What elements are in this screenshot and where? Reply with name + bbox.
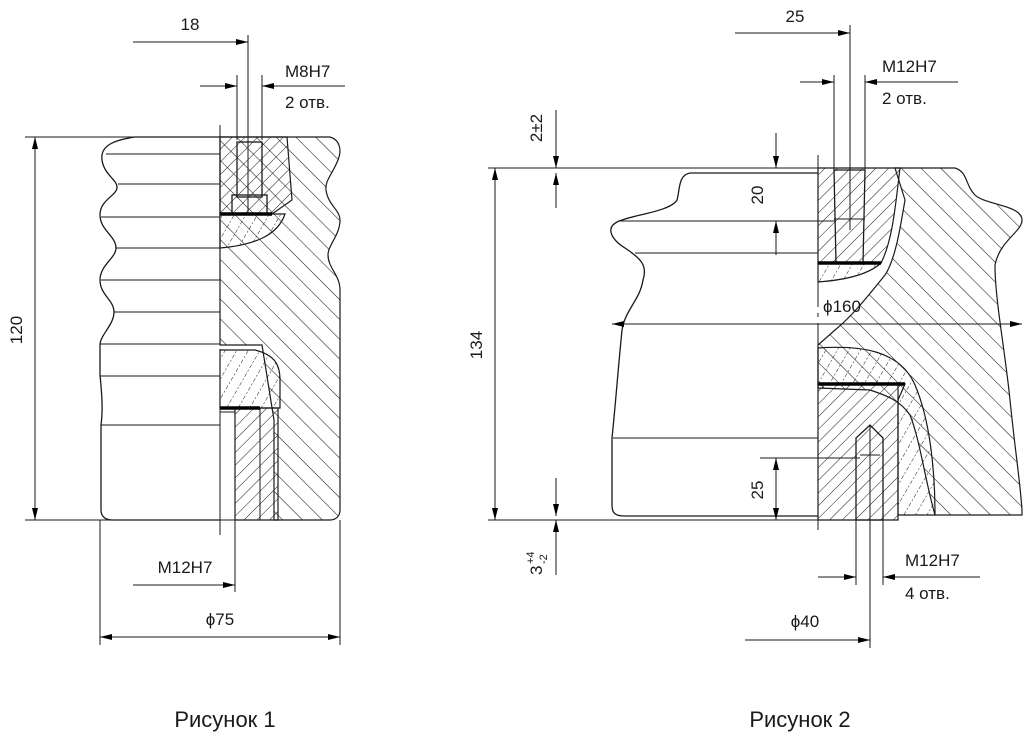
figure-2: 25 M12H7 2 отв. 2±2 20 134 ϕ160 25 3 +4 … [467,7,1023,732]
dim-diameter-1: ϕ75 [206,610,234,629]
top-cap-2 [817,167,901,264]
dim-bolt-circle-2: ϕ40 [791,612,819,631]
bottom-cap-1 [234,407,279,521]
bottom-cement-2 [817,346,936,516]
top-cement-2 [817,262,883,283]
gap-upper-tol: +4 [525,551,537,564]
dim-bottom-depth-2: 25 [748,481,767,500]
top-hole-1 [236,141,263,198]
dim-bottom-gap-2: 3 +4 -2 [525,551,550,575]
bottom-cap-2 [817,383,906,521]
top-cement-1 [219,213,286,249]
bottom-hole-1 [219,411,236,521]
gap-lower-tol: -2 [538,554,550,564]
gap-base: 3 [527,566,546,575]
dim-diameter-2: ϕ160 [823,297,861,316]
insulator-2-profile [610,172,818,517]
dim-height-2: 134 [467,331,486,359]
bottom-cement-1 [219,349,281,409]
top-cap-1 [219,136,293,215]
caption-figure-1: Рисунок 1 [174,707,275,732]
profile-lines-2 [560,167,818,521]
dim-top-depth-2: 20 [748,186,767,205]
dim-top-thread-1: M8H7 [285,62,330,81]
dim-offset-2: 25 [786,7,805,26]
figure-1: 18 M8H7 2 отв. 120 M12H7 ϕ75 Рисунок 1 [7,15,345,732]
dim-top-holes-1: 2 отв. [285,93,330,112]
dim-top-thread-2: M12H7 [882,57,937,76]
insulator-1-profile [99,136,220,521]
dim-bottom-thread-2: M12H7 [905,551,960,570]
dim-height-1: 120 [7,316,26,344]
dim-offset-1: 18 [181,15,200,34]
dim-bottom-thread-1: M12H7 [158,558,213,577]
dim-bottom-holes-2: 4 отв. [905,584,950,603]
caption-figure-2: Рисунок 2 [749,707,850,732]
porcelain-section-2 [817,167,1023,516]
dim-top-holes-2: 2 отв. [882,89,927,108]
dim-top-gap-2: 2±2 [527,114,546,142]
bottom-hole-2 [855,424,884,521]
profile-lines [100,153,220,426]
